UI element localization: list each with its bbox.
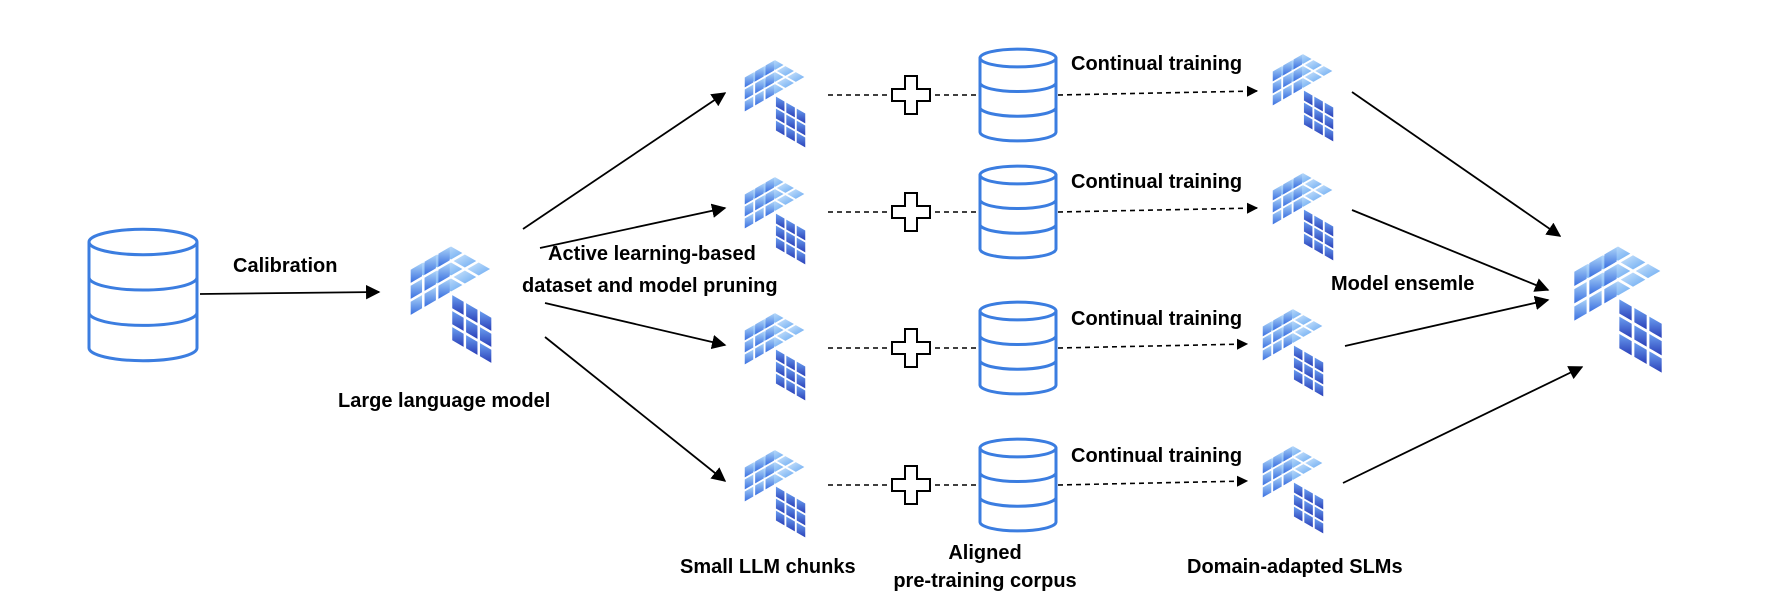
small-llm-chunk-cube-icon-2 (744, 177, 806, 265)
domain-adapted-slm-cube-icon-1 (1272, 54, 1334, 142)
arrow-calibration (199, 284, 381, 300)
calibration-label: Calibration (233, 255, 337, 277)
small-llm-chunk-cube-icon-4 (744, 450, 806, 538)
dashed-arrow-corpus-slm-2 (1057, 202, 1259, 214)
model-ensemble-label: Model ensemle (1331, 273, 1474, 295)
aligned-corpus-database-icon-3 (978, 300, 1058, 396)
large-language-model-cube-icon (410, 246, 492, 363)
pruning-label-line2: dataset and model pruning (522, 275, 778, 297)
domain-adapted-slm-cube-icon-3 (1262, 309, 1324, 397)
arrow-slm-ensemble-3 (1344, 295, 1550, 347)
dashed-arrow-corpus-slm-4 (1057, 475, 1249, 487)
large-language-model-label: Large language model (338, 390, 550, 412)
aligned-corpus-database-icon-2 (978, 164, 1058, 260)
pruning-label-line1: Active learning-based (548, 243, 756, 265)
small-llm-chunk-cube-icon-1 (744, 60, 806, 148)
plus-icon-4 (891, 465, 931, 505)
plus-icon-2 (891, 192, 931, 232)
arrow-slm-ensemble-1 (1351, 91, 1562, 237)
domain-adapted-slm-cube-icon-2 (1272, 173, 1334, 261)
small-llm-chunk-cube-icon-3 (744, 313, 806, 401)
dashed-arrow-corpus-slm-3 (1057, 338, 1249, 350)
arrow-slm-ensemble-2 (1351, 209, 1550, 292)
ensemble-model-cube-icon (1574, 246, 1662, 373)
domain-adapted-slms-label: Domain-adapted SLMs (1187, 556, 1403, 578)
plus-icon-3 (891, 328, 931, 368)
continual-training-label-1: Continual training (1071, 53, 1242, 75)
plus-icon-1 (891, 75, 931, 115)
continual-training-label-2: Continual training (1071, 171, 1242, 193)
aligned-corpus-database-icon-4 (978, 437, 1058, 533)
arrow-llm-chunk-4 (544, 336, 727, 482)
arrow-llm-chunk-2 (539, 203, 727, 249)
continual-training-label-3: Continual training (1071, 308, 1242, 330)
domain-adapted-slm-cube-icon-4 (1262, 446, 1324, 534)
calibration-database-icon (87, 227, 199, 363)
aligned-corpus-database-icon-1 (978, 47, 1058, 143)
dashed-arrow-corpus-slm-1 (1057, 85, 1259, 97)
arrow-slm-ensemble-4 (1342, 366, 1584, 484)
aligned-corpus-label-line2: pre-training corpus (893, 570, 1076, 592)
arrow-llm-chunk-1 (522, 92, 727, 230)
aligned-corpus-label-line1: Aligned (948, 542, 1021, 564)
continual-training-label-4: Continual training (1071, 445, 1242, 467)
small-llm-chunks-label: Small LLM chunks (680, 556, 856, 578)
arrow-llm-chunk-3 (544, 302, 727, 350)
